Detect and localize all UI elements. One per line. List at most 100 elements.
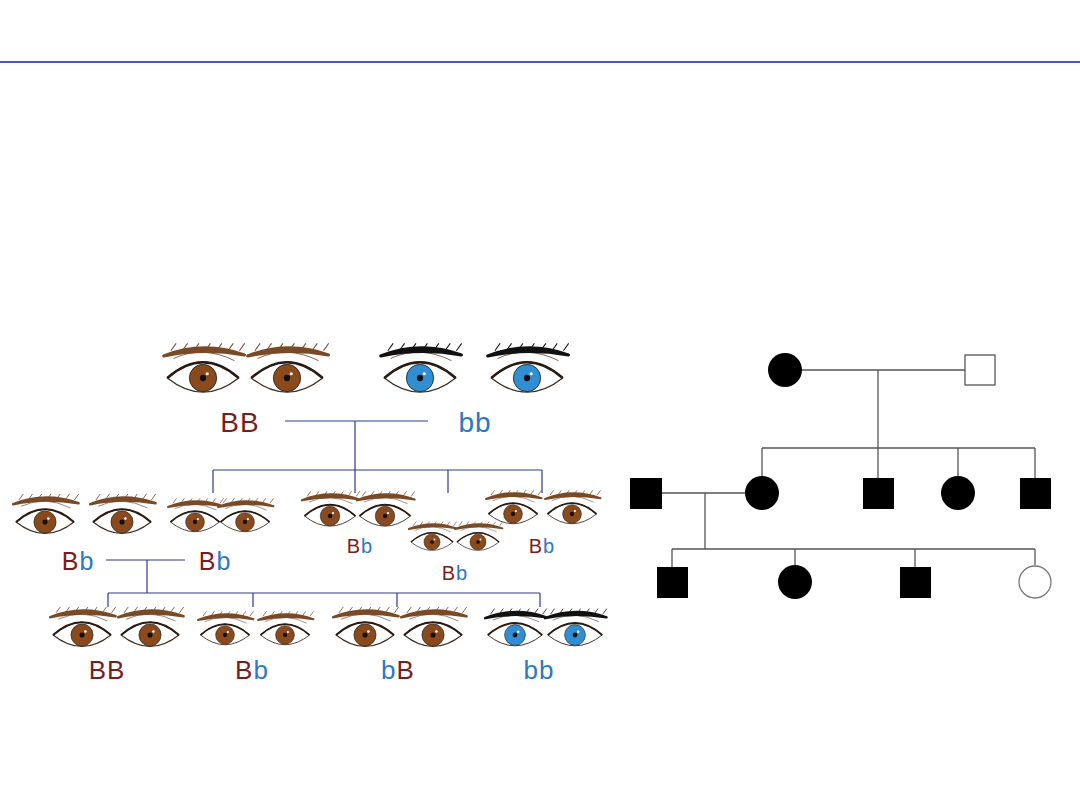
glint <box>247 518 249 520</box>
glint <box>435 630 438 633</box>
brow-hair <box>194 343 199 350</box>
iris <box>320 506 340 526</box>
brow-hair <box>124 494 128 500</box>
upper-lid <box>457 533 499 542</box>
brow-hair <box>416 607 420 613</box>
eyebrow <box>381 348 462 356</box>
brow-hair <box>462 607 466 613</box>
brow-hair <box>445 343 450 350</box>
brow-hair <box>573 490 577 495</box>
pupil <box>223 633 227 637</box>
brow-hair <box>102 607 106 613</box>
brow-hair <box>525 609 529 615</box>
brow-hair <box>348 607 352 613</box>
upper-lid <box>93 509 151 522</box>
glint <box>387 512 389 514</box>
eyebrow <box>13 498 78 505</box>
upper-lid <box>404 622 462 635</box>
brow-hair <box>151 494 155 500</box>
brow-hair <box>170 607 174 613</box>
brow-hair <box>228 343 233 350</box>
brow-hair <box>220 498 224 503</box>
iris-group <box>504 505 523 524</box>
iris-group <box>563 505 582 524</box>
brow-hair <box>56 607 60 613</box>
brow-hair <box>541 343 546 350</box>
brow-hair <box>181 498 185 503</box>
eyebrow <box>90 498 155 505</box>
pedigree-lines <box>662 370 1035 567</box>
iris <box>216 626 235 645</box>
pupil <box>417 375 423 381</box>
brow-hair <box>422 343 427 350</box>
upper-lid <box>53 622 111 635</box>
pupil <box>79 632 84 637</box>
brow-hair <box>603 609 607 615</box>
brow-hair <box>367 607 371 613</box>
eye <box>248 343 329 392</box>
glint <box>423 372 426 375</box>
brow-hair <box>171 343 176 350</box>
cross-lines <box>106 421 542 607</box>
eye <box>545 490 600 523</box>
eye <box>198 611 253 644</box>
eye-drawings <box>13 343 607 646</box>
iris-group <box>189 364 216 391</box>
eye <box>409 522 457 551</box>
iris-group <box>276 626 295 645</box>
brow-hair <box>307 491 311 496</box>
brow-hair <box>440 522 443 526</box>
iris-group <box>320 506 340 526</box>
brow-hair <box>479 522 482 526</box>
eyebrow <box>545 612 606 618</box>
brow-hair <box>491 490 495 495</box>
unaffected-female <box>1019 566 1051 598</box>
upper-lid <box>491 362 562 378</box>
eyebrow <box>486 493 541 499</box>
brow-hair <box>566 490 570 495</box>
upper-lid <box>548 623 602 635</box>
iris-group <box>34 511 56 533</box>
upper-lid <box>121 622 179 635</box>
iris-group <box>565 625 586 646</box>
eyebrow <box>485 612 546 618</box>
brow-hair <box>323 343 328 350</box>
glint <box>197 518 199 520</box>
brow-hair <box>456 343 461 350</box>
eye <box>401 607 467 647</box>
pupil <box>476 540 480 544</box>
eye <box>455 522 503 551</box>
brow-hair <box>223 498 227 503</box>
brow-hair <box>491 609 495 615</box>
pupil <box>119 519 124 524</box>
brow-hair <box>226 611 230 616</box>
iris-group <box>273 364 300 391</box>
pupil <box>200 375 206 381</box>
iris-group <box>375 506 395 526</box>
brow-hair <box>552 343 557 350</box>
pupil <box>147 632 152 637</box>
brow-hair <box>466 522 469 526</box>
eyebrow <box>164 348 245 356</box>
brow-hair <box>182 343 187 350</box>
brow-hair <box>142 607 146 613</box>
brow-hair <box>394 607 398 613</box>
iris <box>565 625 586 646</box>
brow-hair <box>310 611 314 616</box>
eye-white <box>305 505 356 526</box>
brow-hair <box>385 607 389 613</box>
iris-group <box>71 624 93 646</box>
eyebrow <box>357 494 415 500</box>
genotype-label: Bb <box>347 536 373 556</box>
iris <box>424 534 440 550</box>
eye <box>258 611 313 644</box>
pupil <box>42 519 47 524</box>
upper-lid <box>167 362 238 378</box>
brow-hair <box>577 609 581 615</box>
brow-hair <box>302 611 306 616</box>
brow-hair <box>65 607 69 613</box>
genotype-label: bb <box>458 409 491 437</box>
pupil <box>513 633 518 638</box>
iris-group <box>216 626 235 645</box>
brow-hair <box>538 490 542 495</box>
